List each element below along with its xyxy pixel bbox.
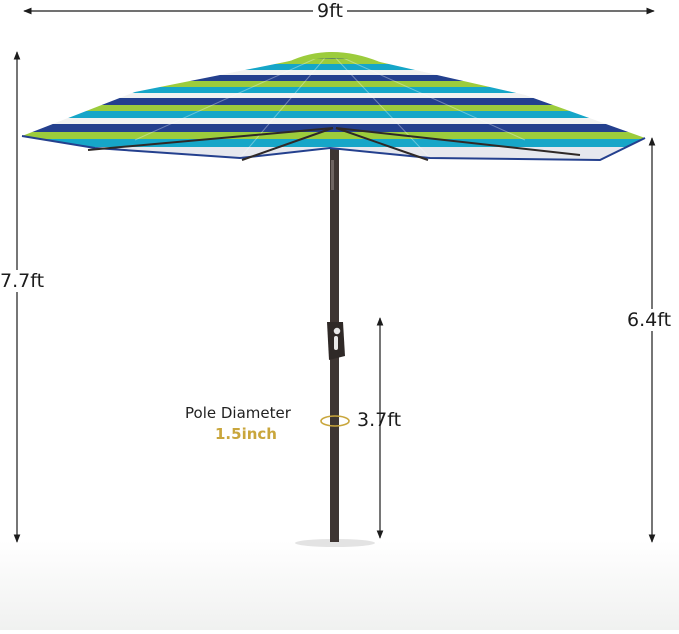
width-label: 9ft <box>313 0 347 22</box>
crank-handle <box>327 322 345 360</box>
umbrella-ribs <box>87 127 581 161</box>
pole-diameter-value: 1.5inch <box>215 425 277 443</box>
total-height-label: 7.7ft <box>0 270 47 292</box>
canopy-top <box>22 52 645 160</box>
canopy-vent <box>288 52 380 62</box>
pole-diameter-title: Pole Diameter <box>185 404 291 422</box>
pole-diameter-ring-icon <box>320 415 350 427</box>
crank-height-label: 3.7ft <box>357 409 402 431</box>
floor-shadow <box>0 540 679 630</box>
pole-base-shadow <box>295 539 375 547</box>
pole-highlight <box>331 160 334 190</box>
canopy-rim <box>21 135 646 162</box>
canopy-clearance-label: 6.4ft <box>625 309 674 331</box>
